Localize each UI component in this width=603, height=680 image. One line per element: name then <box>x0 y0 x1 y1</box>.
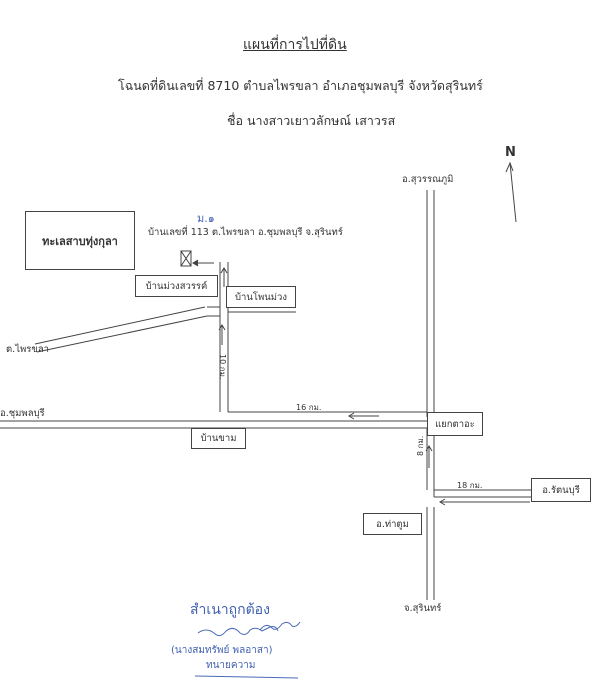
distance-vertical-left: 10 กม. <box>218 354 227 380</box>
plot-handwritten-number: ม.๑ <box>197 212 215 225</box>
north-arrow-head <box>505 161 514 173</box>
distance-horizontal-mid: 16 กม. <box>296 403 322 412</box>
a-tha-tum-box: อ.ท่าตูม <box>363 513 422 535</box>
distance-horizontal-right: 18 กม. <box>457 481 483 490</box>
stamp-name: (นางสมทรัพย์ พลอาสา) <box>171 645 273 656</box>
certified-copy-stamp: สำเนาถูกต้อง <box>190 602 270 618</box>
page-title: แผนที่การไปที่ดิน <box>243 37 347 53</box>
ban-phon-muang-box: บ้านโพนม่วง <box>226 286 296 308</box>
a-rattanaburi-box: อ.รัตนบุรี <box>531 478 591 502</box>
lake-box: ทะเลสาบทุ่งกุลา <box>25 211 135 270</box>
yaek-ta-ah-box: แยกตาอะ <box>427 412 483 436</box>
signature-scribble <box>197 626 279 637</box>
north-label: N <box>505 145 516 160</box>
deed-line: โฉนดที่ดินเลขที่ 8710 ตำบลไพรขลา อำเภอชุ… <box>118 78 483 93</box>
road-phrai-khla-top <box>34 306 206 345</box>
plot-marker <box>180 250 192 267</box>
a-chumphon-buri-label: อ.ชุมพลบุรี <box>0 408 45 419</box>
ban-muang-sawan-box: บ้านม่วงสวรรค์ <box>135 275 218 297</box>
a-suwannaphum-label: อ.สุวรรณภูมิ <box>402 174 454 185</box>
road-phrai-khla-bottom <box>36 315 208 353</box>
north-arrow-shaft <box>509 162 517 223</box>
ban-kham-box: บ้านขาม <box>191 428 246 449</box>
distance-vertical-right: 8 กม. <box>416 435 425 456</box>
plot-note: บ้านเลขที่ 113 ต.ไพรขลา อ.ชุมพลบุรี จ.สุ… <box>148 227 343 238</box>
j-surin-label: จ.สุรินทร์ <box>404 603 442 614</box>
stamp-role: ทนายความ <box>206 660 256 671</box>
t-phrai-khla-label: ต.ไพรขลา <box>6 344 49 355</box>
owner-line: ชื่อ นางสาวเยาวลักษณ์ เสาวรส <box>227 113 396 128</box>
